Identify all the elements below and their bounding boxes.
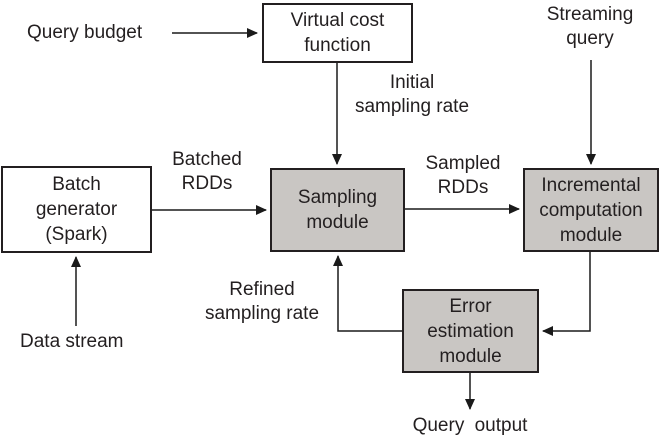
node-label-line: Virtual cost bbox=[290, 10, 385, 31]
node-incremental-computation-module: Incremental computation module bbox=[523, 168, 659, 252]
label-refined-sampling-rate: Refined sampling rate bbox=[204, 279, 320, 324]
node-sampling-module: Sampling module bbox=[270, 168, 405, 252]
node-label-line: Sampling bbox=[297, 187, 378, 208]
label-data-stream: Data stream bbox=[20, 331, 124, 352]
node-label-line: module bbox=[559, 224, 623, 246]
label-initial-sampling-rate: Initial sampling rate bbox=[354, 72, 470, 117]
node-label-line: Error bbox=[449, 295, 492, 317]
node-label-line: estimation bbox=[427, 320, 514, 342]
node-label-line: module bbox=[306, 212, 369, 233]
label-query-budget: Query budget bbox=[27, 22, 143, 43]
node-label-line: (Spark) bbox=[45, 224, 108, 245]
node-label-line: function bbox=[304, 35, 371, 56]
node-label-line: Batch bbox=[52, 174, 101, 195]
node-batch-generator: Batch generator (Spark) bbox=[1, 166, 152, 253]
label-batched-rdds: Batched RDDs bbox=[172, 149, 242, 194]
node-label-line: computation bbox=[539, 199, 643, 221]
arrow-incremental-to-error bbox=[542, 252, 591, 336]
node-virtual-cost-function: Virtual cost function bbox=[262, 3, 413, 63]
node-label-line: Incremental bbox=[541, 174, 641, 196]
label-sampled-rdds: Sampled RDDs bbox=[425, 153, 501, 198]
arrow-error-to-sampling bbox=[333, 255, 402, 332]
node-error-estimation-module: Error estimation module bbox=[402, 289, 539, 373]
node-label-line: module bbox=[439, 345, 502, 367]
label-query-output: Query output bbox=[412, 415, 528, 436]
node-label-line: generator bbox=[35, 199, 118, 220]
label-streaming-query: Streaming query bbox=[546, 4, 634, 49]
